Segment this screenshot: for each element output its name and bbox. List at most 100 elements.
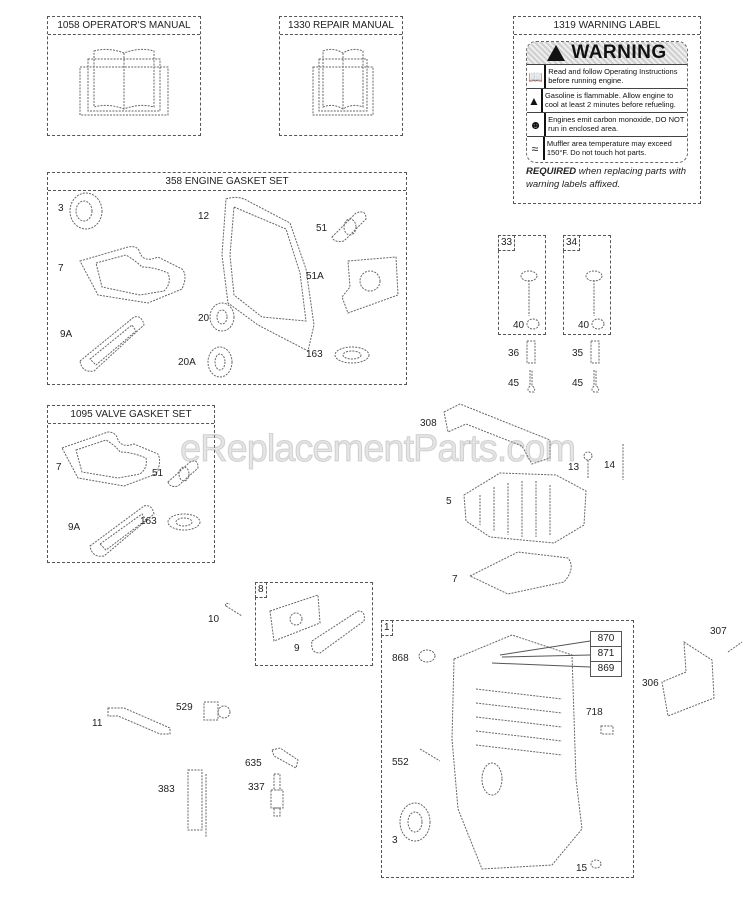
valve-spring-36-part[interactable]	[526, 340, 536, 364]
part-label-306[interactable]: 306	[642, 678, 659, 689]
oil-seal-20-part[interactable]	[208, 301, 238, 333]
part-label-40[interactable]: 40	[513, 320, 525, 331]
oil-seal-part[interactable]	[68, 191, 108, 233]
exhaust-valve-part[interactable]	[584, 270, 608, 326]
part-label-337[interactable]: 337	[248, 782, 265, 793]
warning-row-text: Engines emit carbon monoxide, DO NOT run…	[548, 115, 685, 133]
part-label-35[interactable]: 35	[572, 348, 584, 359]
air-guide-306-part[interactable]	[660, 640, 720, 720]
part-label-7[interactable]: 7	[452, 574, 458, 585]
part-label-9[interactable]: 9	[294, 643, 300, 654]
part-label-529[interactable]: 529	[176, 702, 193, 713]
breather-part[interactable]	[266, 593, 326, 643]
part-label-51a[interactable]: 51A	[306, 271, 324, 282]
part-label-308[interactable]: 308	[420, 418, 437, 429]
cylinder-block-part[interactable]	[442, 629, 592, 875]
part-label-5[interactable]: 5	[446, 496, 452, 507]
part-label-51[interactable]: 51	[152, 468, 164, 479]
part-label-14[interactable]: 14	[604, 460, 616, 471]
warning-heading: WARNING	[571, 42, 667, 63]
valve-gasket-set-box[interactable]: 1095 VALVE GASKET SET 7 51 9A 163	[47, 405, 215, 563]
warning-row-text: Muffler area temperature may exceed 150°…	[546, 139, 672, 157]
part-label-36[interactable]: 36	[508, 348, 520, 359]
part-label-3[interactable]: 3	[392, 835, 398, 846]
valve-seat-45-part[interactable]	[588, 368, 602, 394]
required-bold: REQUIRED	[526, 166, 577, 177]
head-gasket-part[interactable]	[78, 243, 193, 308]
oil-seal-3-part[interactable]	[398, 801, 432, 843]
hose-11-part[interactable]	[104, 704, 174, 736]
intake-valve-box[interactable]: 33 40	[498, 235, 546, 335]
part-label-12[interactable]: 12	[198, 211, 210, 222]
part-tag-34: 34	[563, 235, 581, 251]
screw-307-part[interactable]	[726, 640, 744, 654]
crankcase-gasket-part[interactable]	[218, 195, 320, 355]
gasket-163-part[interactable]	[166, 512, 202, 532]
engine-gasket-set-box[interactable]: 358 ENGINE GASKET SET 3 7 9A 12 20 20A 5…	[47, 172, 407, 385]
stud-14-part[interactable]	[618, 442, 628, 482]
book-icon: 📖	[527, 65, 547, 88]
grommet-529-part[interactable]	[202, 700, 232, 722]
head-gasket-part[interactable]	[60, 428, 165, 490]
breather-gasket-part[interactable]	[308, 607, 368, 657]
intake-gasket-part[interactable]	[78, 313, 148, 375]
part-label-7[interactable]: 7	[56, 462, 62, 473]
oil-seal-20a-part[interactable]	[206, 345, 236, 379]
callout-870[interactable]: 870	[590, 631, 622, 647]
carb-gasket-51a-part[interactable]	[340, 256, 400, 317]
pin-552-part[interactable]	[418, 747, 442, 765]
part-label-635[interactable]: 635	[245, 758, 262, 769]
part-label-9a[interactable]: 9A	[60, 329, 73, 340]
screw-10-part[interactable]	[224, 602, 244, 618]
part-label-15[interactable]: 15	[576, 863, 588, 874]
head-gasket-part[interactable]	[468, 548, 578, 596]
carb-gasket-51-part[interactable]	[166, 458, 202, 488]
part-label-307[interactable]: 307	[710, 626, 727, 637]
bolt-13-part[interactable]	[582, 451, 594, 480]
repair-manual-box[interactable]: 1330 REPAIR MANUAL	[279, 16, 403, 136]
part-label-45[interactable]: 45	[572, 378, 584, 389]
part-label-718[interactable]: 718	[586, 707, 603, 718]
tube-383-part[interactable]	[186, 764, 212, 840]
gasket-163-part[interactable]	[333, 345, 371, 365]
exhaust-valve-box[interactable]: 34 40	[563, 235, 611, 335]
part-label-163[interactable]: 163	[140, 516, 157, 527]
valve-spring-35-part[interactable]	[590, 340, 600, 364]
part-label-3[interactable]: 3	[58, 203, 64, 214]
part-label-383[interactable]: 383	[158, 784, 175, 795]
part-label-868[interactable]: 868	[392, 653, 409, 664]
dowel-718-part[interactable]	[600, 725, 614, 735]
intake-gasket-part[interactable]	[88, 502, 158, 560]
spark-plug-boot-635-part[interactable]	[270, 746, 300, 770]
part-label-552[interactable]: 552	[392, 757, 409, 768]
warning-row-text: Gasoline is flammable. Allow engine to c…	[544, 91, 676, 109]
part-label-13[interactable]: 13	[568, 462, 580, 473]
part-label-163[interactable]: 163	[306, 349, 323, 360]
intake-valve-part[interactable]	[519, 270, 543, 326]
part-label-45[interactable]: 45	[508, 378, 520, 389]
callout-869[interactable]: 869	[590, 661, 622, 677]
breather-box[interactable]: 8 9	[255, 582, 373, 666]
operators-manual-title: 1058 OPERATOR'S MANUAL	[48, 17, 200, 35]
part-label-40[interactable]: 40	[578, 320, 590, 331]
part-label-51[interactable]: 51	[316, 223, 328, 234]
plug-15-part[interactable]	[590, 859, 602, 869]
spark-plug-337-part[interactable]	[270, 772, 284, 818]
part-label-20[interactable]: 20	[198, 313, 210, 324]
part-label-11[interactable]: 11	[92, 718, 103, 729]
part-label-10[interactable]: 10	[208, 614, 220, 625]
short-block-box[interactable]: 1 868 870 871 869 718 552 3 15	[381, 620, 634, 878]
part-label-9a[interactable]: 9A	[68, 522, 81, 533]
part-label-7[interactable]: 7	[58, 263, 64, 274]
valve-seat-45-part[interactable]	[524, 368, 538, 394]
fitting-868-part[interactable]	[418, 647, 436, 665]
warning-label-box[interactable]: 1319 WARNING LABEL WARNING 📖 Read and fo…	[513, 16, 701, 204]
operators-manual-box[interactable]: 1058 OPERATOR'S MANUAL	[47, 16, 201, 136]
carb-gasket-51-part[interactable]	[330, 209, 370, 243]
part-label-20a[interactable]: 20A	[178, 357, 196, 368]
callout-871[interactable]: 871	[590, 646, 622, 662]
cylinder-head-part[interactable]	[460, 465, 590, 545]
air-guide-308-part[interactable]	[442, 402, 554, 465]
valve-keeper-icon	[591, 318, 605, 330]
person-fumes-icon: ☻	[527, 113, 547, 136]
